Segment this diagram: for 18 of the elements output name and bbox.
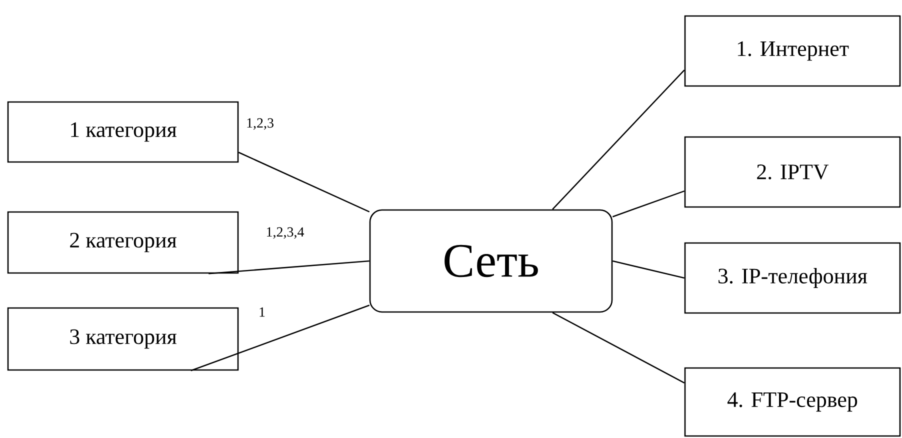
category-box: 2 категория xyxy=(7,211,239,274)
connector-line xyxy=(612,190,685,218)
connector-line xyxy=(552,70,685,210)
connector-line xyxy=(190,304,370,372)
service-box: 1. Интернет xyxy=(684,15,901,87)
service-box: 3. IP-телефония xyxy=(684,242,901,314)
connector-line xyxy=(208,260,370,274)
edge-label: 1 xyxy=(258,306,266,318)
service-box: 4. FTP-сервер xyxy=(684,367,901,437)
edge-label: 1,2,3,4 xyxy=(264,226,306,240)
edge-label: 1,2,3 xyxy=(245,117,275,131)
category-box: 1 категория xyxy=(7,101,239,163)
category-box: 3 категория xyxy=(7,307,239,371)
connector-line xyxy=(612,260,684,279)
service-box: 2. IPTV xyxy=(684,136,901,208)
connector-line xyxy=(238,152,370,212)
connector-line xyxy=(552,312,685,384)
network-box: Сеть xyxy=(369,209,613,313)
